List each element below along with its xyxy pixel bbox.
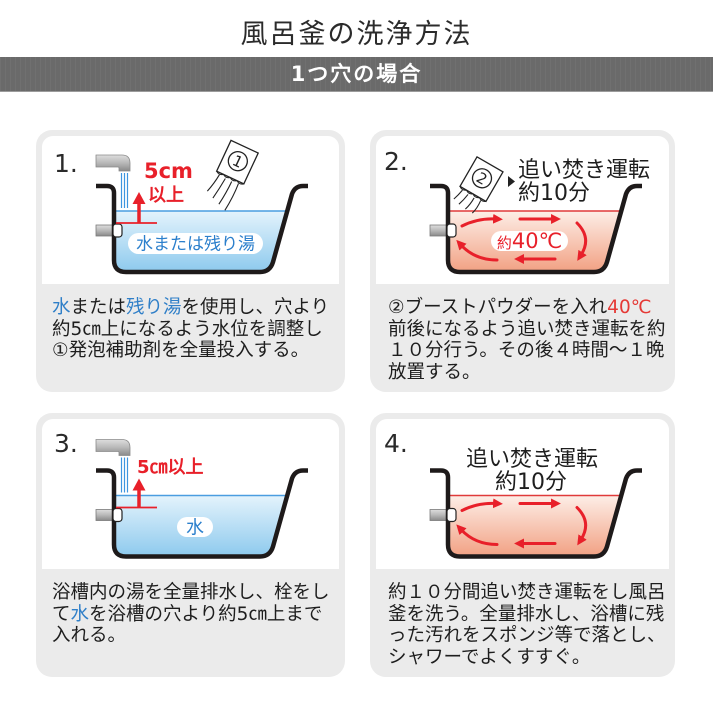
text-segment: 放置する。 bbox=[388, 361, 481, 383]
text-segment: シャワーでよくすすぐ。 bbox=[388, 646, 591, 668]
step-card-2: 2. 2 追い焚き運転 約10分 約40℃ bbox=[370, 130, 675, 392]
description-line: シャワーでよくすすぐ。 bbox=[388, 647, 666, 669]
description-line: った汚れをスポンジ等で落とし、 bbox=[388, 625, 666, 647]
step-description: 水または残り湯を使用し、穴より 約5㎝上になるよう水位を調整し ①発泡補助剤を全… bbox=[52, 297, 329, 362]
description-line: 浴槽内の湯を全量排水し、栓をし bbox=[52, 582, 330, 604]
text-segment: ②ブーストパウダーを入れ bbox=[388, 297, 608, 318]
up-arrow-icon bbox=[132, 192, 146, 223]
highlight-text: 水 bbox=[52, 297, 71, 318]
height-value: 5cm bbox=[144, 159, 193, 183]
circulation-arrows-icon bbox=[456, 213, 588, 264]
operation-label: 追い焚き運転 bbox=[466, 447, 598, 472]
bathtub-outline bbox=[430, 468, 642, 559]
step-card-4: 4. 追い焚き運転 約10分 約１０分間追い焚き運転をし風呂 釜を洗う。全量排水… bbox=[370, 413, 675, 677]
highlight-text: 水 bbox=[70, 603, 90, 625]
water-label: 水または残り湯 bbox=[136, 235, 255, 255]
step-number: 3. bbox=[54, 429, 78, 458]
description-line: 前後になるよう追い焚き運転を約 bbox=[388, 319, 666, 341]
water-label-pill bbox=[128, 233, 263, 254]
operation-label: 追い焚き運転 bbox=[518, 158, 650, 183]
text-segment: 入れる。 bbox=[52, 625, 127, 646]
step-card-3: 3. 5㎝以上 水 浴槽内の湯を全量排 bbox=[36, 413, 345, 677]
highlight-text: 残り湯 bbox=[126, 297, 182, 318]
step-number: 2. bbox=[384, 147, 408, 176]
description-line: 水または残り湯を使用し、穴より bbox=[52, 297, 329, 319]
text-segment: った汚れをスポンジ等で落とし、 bbox=[388, 625, 666, 646]
text-segment: または bbox=[70, 297, 127, 318]
up-arrow-icon bbox=[132, 478, 146, 508]
text-segment: 約5㎝上になるよう水位を調整し bbox=[52, 318, 323, 340]
description-line: 入れる。 bbox=[52, 625, 330, 647]
section-header-label: 1つ穴の場合 bbox=[290, 62, 423, 86]
height-suffix: 以上 bbox=[148, 185, 184, 206]
bathtub-outline bbox=[96, 183, 308, 275]
text-segment: 浴槽内の湯を全量排水し、栓をし bbox=[52, 582, 330, 603]
text-segment: 前後になるよう追い焚き運転を約 bbox=[388, 318, 666, 340]
step-number: 4. bbox=[384, 429, 408, 458]
temperature-label: 約40℃ bbox=[497, 229, 562, 253]
operation-duration: 約10分 bbox=[495, 470, 567, 495]
drain-hole-cap bbox=[446, 507, 457, 523]
text-segment: 釜を洗う。全量排水し、浴槽に残 bbox=[388, 603, 665, 625]
pouch-2-icon: 2 bbox=[453, 156, 504, 214]
step-2-illustration: 2. 2 追い焚き運転 約10分 約40℃ bbox=[384, 147, 650, 275]
text-segment: を浴槽の穴より約5㎝上まで bbox=[89, 603, 323, 625]
description-line: ①発泡補助剤を全量投入する。 bbox=[52, 340, 329, 362]
text-segment: 約１０分間追い焚き運転をし風呂 bbox=[388, 582, 666, 603]
step-description: 浴槽内の湯を全量排水し、栓をし て水を浴槽の穴より約5㎝上まで 入れる。 bbox=[52, 582, 330, 647]
operation-duration: 約10分 bbox=[518, 181, 590, 206]
step-description: ②ブーストパウダーを入れ40℃ 前後になるよう追い焚き運転を約 １０分行う。その… bbox=[388, 297, 666, 383]
text-segment: を使用し、穴より bbox=[181, 297, 330, 318]
step-card-1: 1. 5cm 以上 1 bbox=[36, 130, 345, 392]
pointer-triangle-icon bbox=[508, 176, 515, 187]
description-line: １０分行う。その後４時間～１晩 bbox=[388, 340, 666, 362]
drain-hole-cap bbox=[112, 507, 123, 523]
water-label-pill bbox=[177, 517, 213, 537]
section-header-bar: 1つ穴の場合 bbox=[0, 57, 713, 92]
circulation-arrows-icon bbox=[456, 498, 588, 549]
description-line: 放置する。 bbox=[388, 362, 666, 384]
step-4-illustration: 4. 追い焚き運転 約10分 bbox=[384, 429, 642, 559]
description-line: 約１０分間追い焚き運転をし風呂 bbox=[388, 582, 666, 604]
text-segment: １０分行う。その後４時間～１晩 bbox=[388, 340, 665, 361]
bathtub-outline bbox=[430, 183, 642, 275]
step-1-illustration: 1. 5cm 以上 1 bbox=[54, 139, 308, 275]
page-title: 風呂釜の洗浄方法 bbox=[240, 19, 473, 50]
highlight-text: 40℃ bbox=[607, 297, 652, 318]
pouch-1-icon: 1 bbox=[206, 139, 260, 211]
water-label: 水 bbox=[186, 518, 204, 539]
drain-hole-cap bbox=[112, 223, 123, 238]
step-description: 約１０分間追い焚き運転をし風呂 釜を洗う。全量排水し、浴槽に残 った汚れをスポン… bbox=[388, 582, 666, 668]
description-line: 約5㎝上になるよう水位を調整し bbox=[52, 319, 329, 341]
text-segment: ①発泡補助剤を全量投入する。 bbox=[52, 340, 310, 361]
text-segment: て bbox=[52, 603, 71, 625]
description-line: 釜を洗う。全量排水し、浴槽に残 bbox=[388, 604, 666, 626]
step-number: 1. bbox=[54, 149, 78, 178]
description-line: て水を浴槽の穴より約5㎝上まで bbox=[52, 604, 330, 626]
faucet-icon bbox=[95, 154, 131, 208]
description-line: ②ブーストパウダーを入れ40℃ bbox=[388, 297, 666, 319]
drain-hole-cap bbox=[446, 223, 457, 238]
step-3-illustration: 3. 5㎝以上 水 bbox=[54, 429, 308, 559]
temperature-pill bbox=[491, 231, 568, 251]
faucet-icon bbox=[95, 439, 131, 493]
height-label: 5㎝以上 bbox=[137, 457, 204, 478]
bathtub-outline bbox=[96, 468, 308, 559]
